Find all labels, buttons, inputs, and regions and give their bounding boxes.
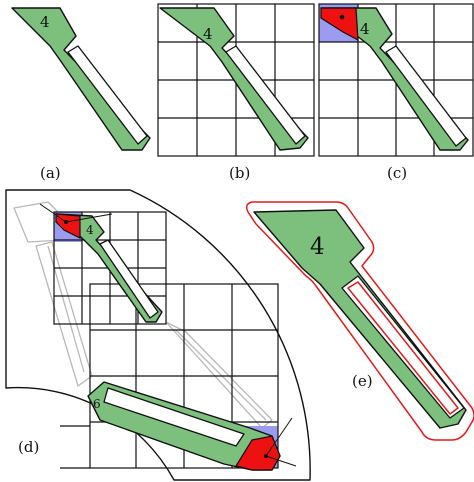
part-label: 4 [360,20,370,38]
panel-a: 4 (a) [11,7,151,182]
pointer-line [265,417,293,457]
pointer-line [265,455,297,467]
part-4-shape [55,213,163,323]
red-highlight-region [320,7,359,42]
panel-d: 4 6 (d) [5,189,311,481]
panel-caption: (a) [40,164,61,182]
pointer-line [39,203,67,223]
part-label: 4 [203,25,213,43]
inner-offset-outline [347,281,459,415]
panel-caption: (c) [387,164,407,182]
part-4-shape [320,7,469,151]
red-highlight-region [235,435,281,471]
reference-point [339,14,345,20]
panel-caption: (b) [229,164,250,182]
panel-c: 4 (c) [318,3,474,182]
sector-boundary [5,189,311,481]
panel-b: 4 (b) [157,3,315,182]
panel-caption: (d) [18,438,39,456]
part-4-shape [11,7,151,151]
part-label: 4 [40,13,50,31]
part-label: 4 [86,223,94,237]
part-4-shape [253,209,467,429]
part-label: 4 [310,234,325,260]
pointer-line [65,213,113,223]
red-highlight-region [55,213,81,239]
panel-caption: (e) [352,372,373,390]
part-4-shape [159,7,309,151]
panel-e: 4 (e) [245,201,474,441]
part-label: 6 [93,397,101,411]
